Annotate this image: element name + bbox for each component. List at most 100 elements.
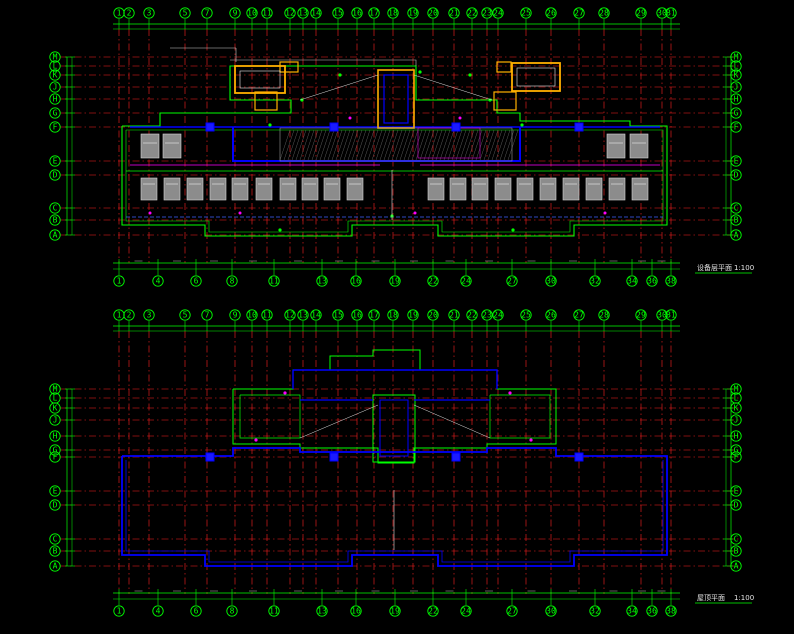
- column-head-1: [329, 122, 339, 132]
- row-bubble-left-2-circle: [49, 402, 61, 414]
- column-bubble-3: 5: [183, 311, 188, 320]
- row-bubble-right-9: C: [734, 204, 739, 213]
- column-bubble-12: 16: [352, 311, 362, 320]
- hatch-line: [379, 129, 391, 161]
- equipment-tank-11: [449, 177, 467, 201]
- row-bubble-left-2: K: [53, 404, 58, 413]
- column-bubble-8: 12: [285, 311, 295, 320]
- roof-column-head-2: [451, 452, 461, 462]
- hatch-line: [347, 129, 359, 161]
- column-bubble-7: 11: [262, 311, 272, 320]
- magenta-marker-4: [348, 116, 352, 120]
- bottom-column-bubble-14-circle: [646, 275, 658, 287]
- row-bubble-right-2: K: [734, 404, 739, 413]
- row-bubble-left-1: L: [53, 62, 58, 71]
- bottom-column-bubble-6: 16: [351, 607, 361, 616]
- bottom-column-bubble-8: 22: [428, 607, 438, 616]
- column-bubble-24: 28: [599, 9, 609, 18]
- row-bubble-left-0-circle: [49, 51, 61, 63]
- roof-stair-core: [372, 394, 416, 463]
- row-bubble-left-6: F: [53, 123, 58, 132]
- hatch-line: [351, 129, 363, 161]
- bottom-column-bubble-9-circle: [460, 275, 472, 287]
- column-bubble-4-circle: [201, 7, 213, 19]
- roof-room-right: [489, 394, 551, 439]
- hatch-line: [399, 129, 411, 161]
- roof-upper-parapet: [293, 369, 498, 389]
- equipment-tank-3: [209, 177, 227, 201]
- column-bubble-18: 22: [467, 9, 477, 18]
- equipment-tank-6: [279, 177, 297, 201]
- column-bubble-18-circle: [466, 309, 478, 321]
- column-bubble-10: 14: [311, 311, 321, 320]
- column-bubble-20-circle: [492, 7, 504, 19]
- bottom-column-bubble-11: 30: [546, 277, 556, 286]
- magenta-marker-2: [413, 211, 417, 215]
- roof-marker-2: [283, 391, 287, 395]
- column-bubble-4: 7: [205, 311, 210, 320]
- hatch-line: [295, 129, 307, 161]
- hatch-line: [431, 129, 443, 161]
- roof-parapet-inner: [125, 460, 664, 563]
- hatch-line: [487, 129, 499, 161]
- bottom-column-bubble-11-circle: [545, 605, 557, 617]
- equipment-tank-17: [585, 177, 603, 201]
- column-bubble-23: 27: [574, 9, 584, 18]
- row-bubble-left-9-circle: [49, 202, 61, 214]
- row-bubble-left-7: E: [53, 487, 58, 496]
- row-bubble-right-8: D: [734, 171, 739, 180]
- row-bubble-left-1-circle: [49, 60, 61, 72]
- hatch-line: [287, 129, 299, 161]
- column-bubble-16: 20: [428, 311, 438, 320]
- column-bubble-6-circle: [246, 309, 258, 321]
- column-bubble-24-circle: [598, 7, 610, 19]
- equipment-tank-18: [608, 177, 626, 201]
- column-bubble-17-circle: [448, 7, 460, 19]
- bottom-column-bubble-4: 11: [269, 277, 279, 286]
- equipment-tank-13: [494, 177, 512, 201]
- equipment-tank-2: [186, 177, 204, 201]
- column-bubble-15: 19: [408, 9, 418, 18]
- roof-column-head-3: [574, 452, 584, 462]
- hatch-line: [463, 129, 475, 161]
- column-bubble-6: 10: [247, 9, 257, 18]
- row-bubble-right-11: A: [734, 562, 739, 571]
- row-bubble-right-0: M: [734, 385, 739, 394]
- bottom-column-bubble-4: 11: [269, 607, 279, 616]
- hatch-line: [283, 129, 295, 161]
- connector-line: [299, 74, 379, 101]
- hatch-line: [323, 129, 335, 161]
- column-bubble-9: 13: [298, 9, 308, 18]
- bottom-column-bubble-12-circle: [589, 605, 601, 617]
- row-bubble-left-2-circle: [49, 69, 61, 81]
- building-inner-outline-upper: [125, 129, 664, 233]
- equipment-tank-10: [427, 177, 445, 201]
- column-bubble-20-circle: [492, 309, 504, 321]
- equipment-tank-5: [255, 177, 273, 201]
- column-bubble-18: 22: [467, 311, 477, 320]
- row-bubble-right-6: F: [734, 453, 739, 462]
- hatch-line: [391, 129, 403, 161]
- row-bubble-right-0: M: [734, 53, 739, 62]
- column-bubble-21-circle: [520, 7, 532, 19]
- column-bubble-12-circle: [351, 7, 363, 19]
- column-bubble-9-circle: [297, 7, 309, 19]
- row-bubble-left-4-circle: [49, 93, 61, 105]
- column-bubble-6: 10: [247, 311, 257, 320]
- hatch-line: [419, 129, 431, 161]
- bottom-column-bubble-0: 1: [117, 607, 122, 616]
- plan-title: 屋顶平面: [697, 594, 725, 602]
- row-bubble-right-3: J: [734, 416, 739, 425]
- column-bubble-21-circle: [520, 309, 532, 321]
- hatch-line: [435, 129, 447, 161]
- hatch-line: [383, 129, 395, 161]
- bottom-column-bubble-15: 38: [666, 607, 676, 616]
- row-bubble-left-5: G: [53, 109, 58, 118]
- hatch-line: [387, 129, 399, 161]
- equipment-tank-14: [516, 177, 534, 201]
- column-bubble-4: 7: [205, 9, 210, 18]
- equipment-tank-7: [301, 177, 319, 201]
- bottom-column-bubble-2-circle: [190, 605, 202, 617]
- column-bubble-23-circle: [573, 7, 585, 19]
- bottom-column-bubble-10-circle: [506, 275, 518, 287]
